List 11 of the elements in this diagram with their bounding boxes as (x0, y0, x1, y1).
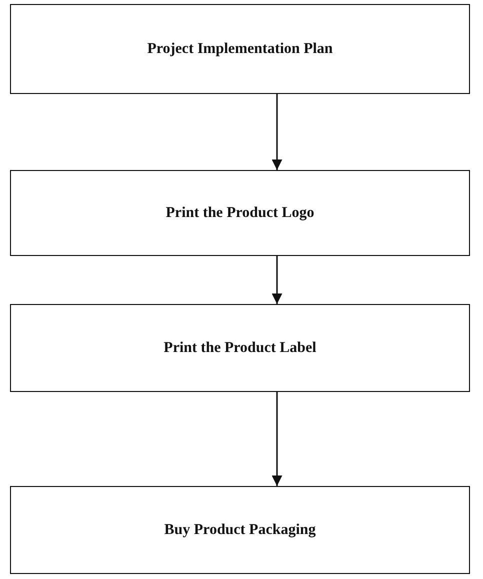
process-box (10, 170, 470, 256)
box-label: Print the Product Logo (166, 204, 314, 222)
box-label: Print the Product Label (164, 340, 316, 356)
process-box (10, 486, 470, 574)
process-box (10, 4, 470, 94)
arrow (272, 392, 282, 486)
process-box (10, 304, 470, 392)
box-label: Project Implementation Plan (147, 40, 333, 58)
arrow (272, 94, 282, 170)
box-label: Buy Product Packaging (164, 522, 316, 538)
arrow (272, 256, 282, 304)
